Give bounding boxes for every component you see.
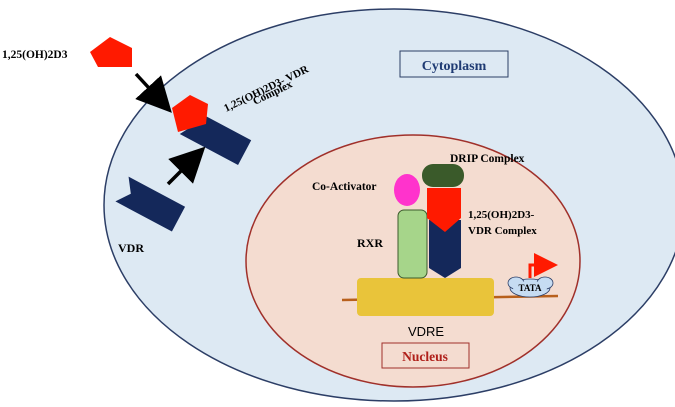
- ligand-label: 1,25(OH)2D3: [2, 49, 68, 61]
- complex-nuc-label-line1: 1,25(OH)2D3-: [468, 209, 535, 221]
- rxr-protein: [397, 209, 428, 279]
- vdre-block: [357, 278, 494, 316]
- cytoplasm-label: Cytoplasm: [422, 59, 487, 74]
- nuclear-ligand-icon: [427, 188, 461, 232]
- vdr-receptor-icon: [115, 176, 186, 232]
- rxr-label: RXR: [357, 236, 383, 250]
- complex-ligand-icon: [172, 95, 208, 132]
- nucleus-label-box: [381, 342, 470, 369]
- vdr-label: VDR: [118, 241, 144, 255]
- drip-label: DRIP Complex: [450, 153, 525, 165]
- tata-box-cloud: [507, 276, 554, 298]
- tata-label: TATA: [518, 283, 542, 293]
- ligand-pentagon-icon: [90, 37, 132, 67]
- coactivator-protein: [394, 174, 420, 206]
- complex-nuc-label-line2: VDR Complex: [468, 225, 537, 237]
- transcription-start-arrow-icon: [528, 253, 558, 278]
- coactivator-label: Co-Activator: [312, 181, 377, 193]
- vdre-label: VDRE: [408, 324, 444, 339]
- vdr-binding-arrow-icon: [166, 146, 206, 186]
- nucleus-label: Nucleus: [402, 349, 448, 364]
- cytoplasm-label-box: [399, 50, 509, 78]
- drip-complex-protein: [422, 164, 464, 187]
- ligand-entry-arrow-icon: [134, 72, 172, 113]
- nuclear-vdr-icon: [429, 220, 461, 278]
